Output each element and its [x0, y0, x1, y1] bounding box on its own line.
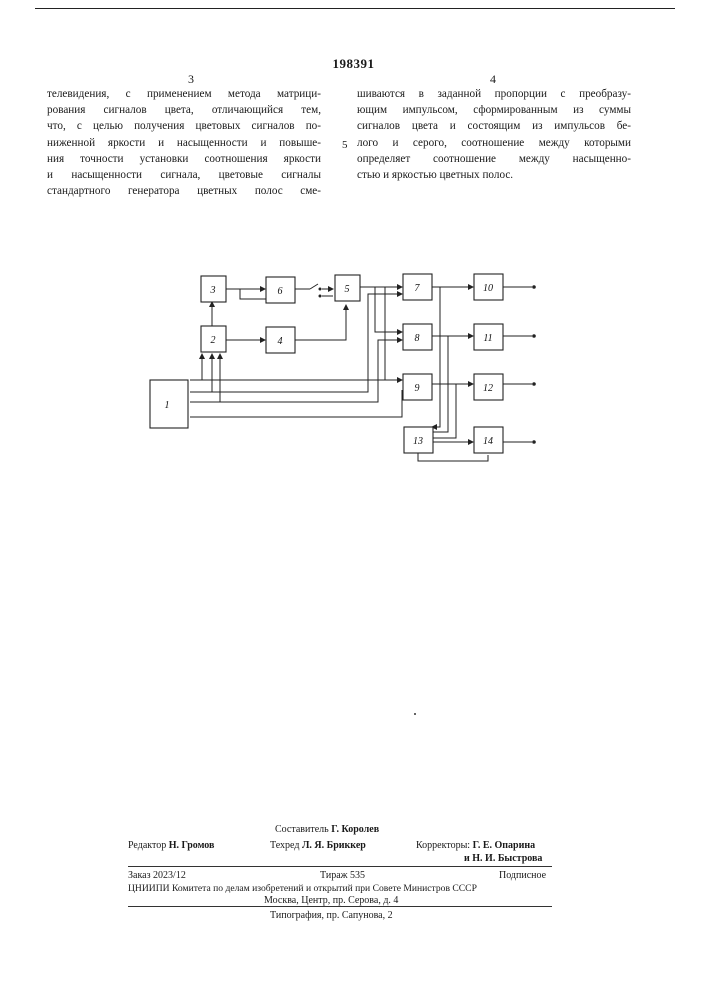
block-label-4: 4 [278, 336, 283, 347]
text-line: что, с целью получения цветовых сигналов… [47, 118, 321, 134]
techred-name: Л. Я. Бриккер [302, 840, 366, 851]
right-column-number: 4 [490, 72, 496, 87]
text-line: телевидения, с применением метода матриц… [47, 86, 321, 102]
text-line: ния точности установки соотношения яркос… [47, 151, 321, 167]
block-label-5: 5 [345, 284, 350, 295]
correctors: Корректоры: Г. Е. Опарина [416, 840, 535, 851]
right-column-text: шиваются в заданной пропорции с преобраз… [357, 86, 631, 183]
speck [414, 713, 416, 715]
text-line: стью и яркостью цветных полос. [357, 167, 631, 183]
block-label-12: 12 [483, 383, 493, 394]
printing-line: Типография, пр. Сапунова, 2 [270, 910, 393, 921]
text-line: ниженной яркости и насыщенности и повыше… [47, 135, 321, 151]
text-line: лого и серого, соотношение между которым… [357, 135, 631, 151]
techred: Техред Л. Я. Бриккер [270, 840, 366, 851]
compiler-name: Г. Королев [331, 824, 379, 835]
block-label-8: 8 [415, 333, 420, 344]
text-line: рования сигналов цвета, отличающийся тем… [47, 102, 321, 118]
institute-line: ЦНИИПИ Комитета по делам изобретений и о… [128, 883, 477, 894]
footer-rule-2 [128, 906, 552, 907]
block-label-11: 11 [483, 333, 492, 344]
subscription: Подписное [499, 870, 546, 881]
editor-name: Н. Громов [169, 840, 215, 851]
block-label-10: 10 [483, 283, 493, 294]
block-label-6: 6 [278, 286, 283, 297]
left-column-number: 3 [188, 72, 194, 87]
left-column-text: телевидения, с применением метода матриц… [47, 86, 321, 199]
corrector-2: и Н. И. Быстрова [464, 853, 542, 864]
block-label-1: 1 [165, 400, 170, 411]
techred-label: Техред [270, 840, 299, 851]
block-label-3: 3 [210, 285, 216, 296]
compiler: Составитель Г. Королев [275, 824, 379, 835]
correctors-label: Корректоры: [416, 840, 470, 851]
block-label-13: 13 [413, 436, 423, 447]
block-label-14: 14 [483, 436, 493, 447]
address-line: Москва, Центр, пр. Серова, д. 4 [264, 895, 398, 906]
text-line: шиваются в заданной пропорции с преобраз… [357, 86, 631, 102]
corrector-1: Г. Е. Опарина [473, 840, 536, 851]
text-line: ющим импульсом, сформированным из суммы [357, 102, 631, 118]
patent-number: 198391 [0, 56, 707, 72]
editor-label: Редактор [128, 840, 166, 851]
order-number: Заказ 2023/12 [128, 870, 186, 881]
compiler-label: Составитель [275, 824, 329, 835]
line-number-marker: 5 [342, 139, 348, 151]
editor: Редактор Н. Громов [128, 840, 214, 851]
corrector-2-line: и Н. И. Быстрова [464, 853, 542, 864]
text-line: сигналов цвета и состоящим из импульсов … [357, 118, 631, 134]
text-line: определяет соотношение между насыщенно- [357, 151, 631, 167]
circulation: Тираж 535 [320, 870, 365, 881]
top-rule [35, 8, 675, 9]
text-line: стандартного генератора цветных полос см… [47, 183, 321, 199]
block-diagram: 1 2 3 4 5 6 7 8 9 10 11 12 13 14 [140, 262, 560, 472]
footer-rule-1 [128, 866, 552, 867]
block-label-2: 2 [211, 335, 216, 346]
block-label-9: 9 [415, 383, 420, 394]
text-line: и насыщенности сигнала, цветовые сигналы [47, 167, 321, 183]
